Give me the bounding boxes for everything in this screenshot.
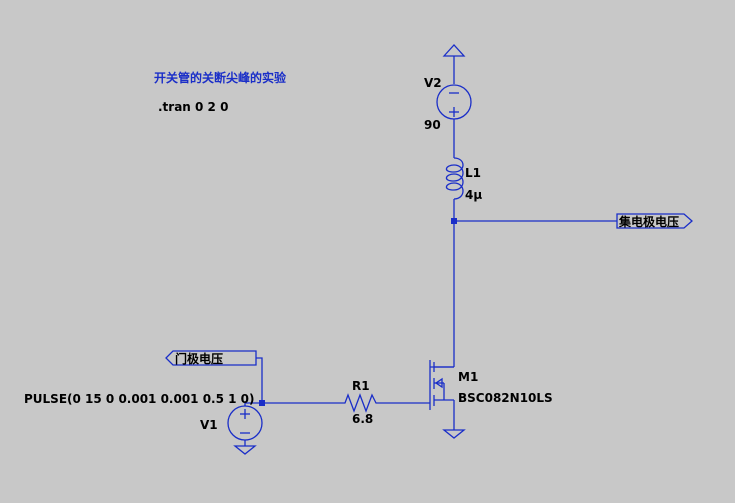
net-label-gate[interactable]: 门极电压 xyxy=(165,350,257,366)
inductor-l1[interactable] xyxy=(445,157,464,208)
resistor-r1[interactable] xyxy=(339,393,379,413)
net-label-collector[interactable]: 集电极电压 xyxy=(616,213,693,229)
wire-gate-label[interactable] xyxy=(256,357,263,403)
r1-value: 6.8 xyxy=(352,412,373,426)
comment-text[interactable]: 开关管的关断尖峰的实验 xyxy=(154,70,287,85)
net-label-collector-text: 集电极电压 xyxy=(618,214,679,229)
ground-m1 xyxy=(442,429,466,439)
net-label-gate-text: 门极电压 xyxy=(175,351,223,366)
mosfet-m1[interactable] xyxy=(429,360,455,430)
v2-value: 90 xyxy=(424,118,441,132)
v2-name: V2 xyxy=(424,76,442,90)
m1-model: BSC082N10LS xyxy=(458,391,553,405)
v1-name: V1 xyxy=(200,418,218,432)
m1-name: M1 xyxy=(458,370,478,384)
l1-value: 4μ xyxy=(465,188,482,202)
v1-value: PULSE(0 15 0 0.001 0.001 0.5 1 0) xyxy=(24,392,255,406)
sim-directive[interactable]: .tran 0 2 0 xyxy=(158,100,228,114)
supply-arrow-top xyxy=(442,44,466,84)
l1-name: L1 xyxy=(465,166,481,180)
ground-v1 xyxy=(233,445,257,455)
r1-name: R1 xyxy=(352,379,370,393)
voltage-source-v2[interactable] xyxy=(436,84,472,120)
voltage-source-v1[interactable] xyxy=(227,405,263,446)
